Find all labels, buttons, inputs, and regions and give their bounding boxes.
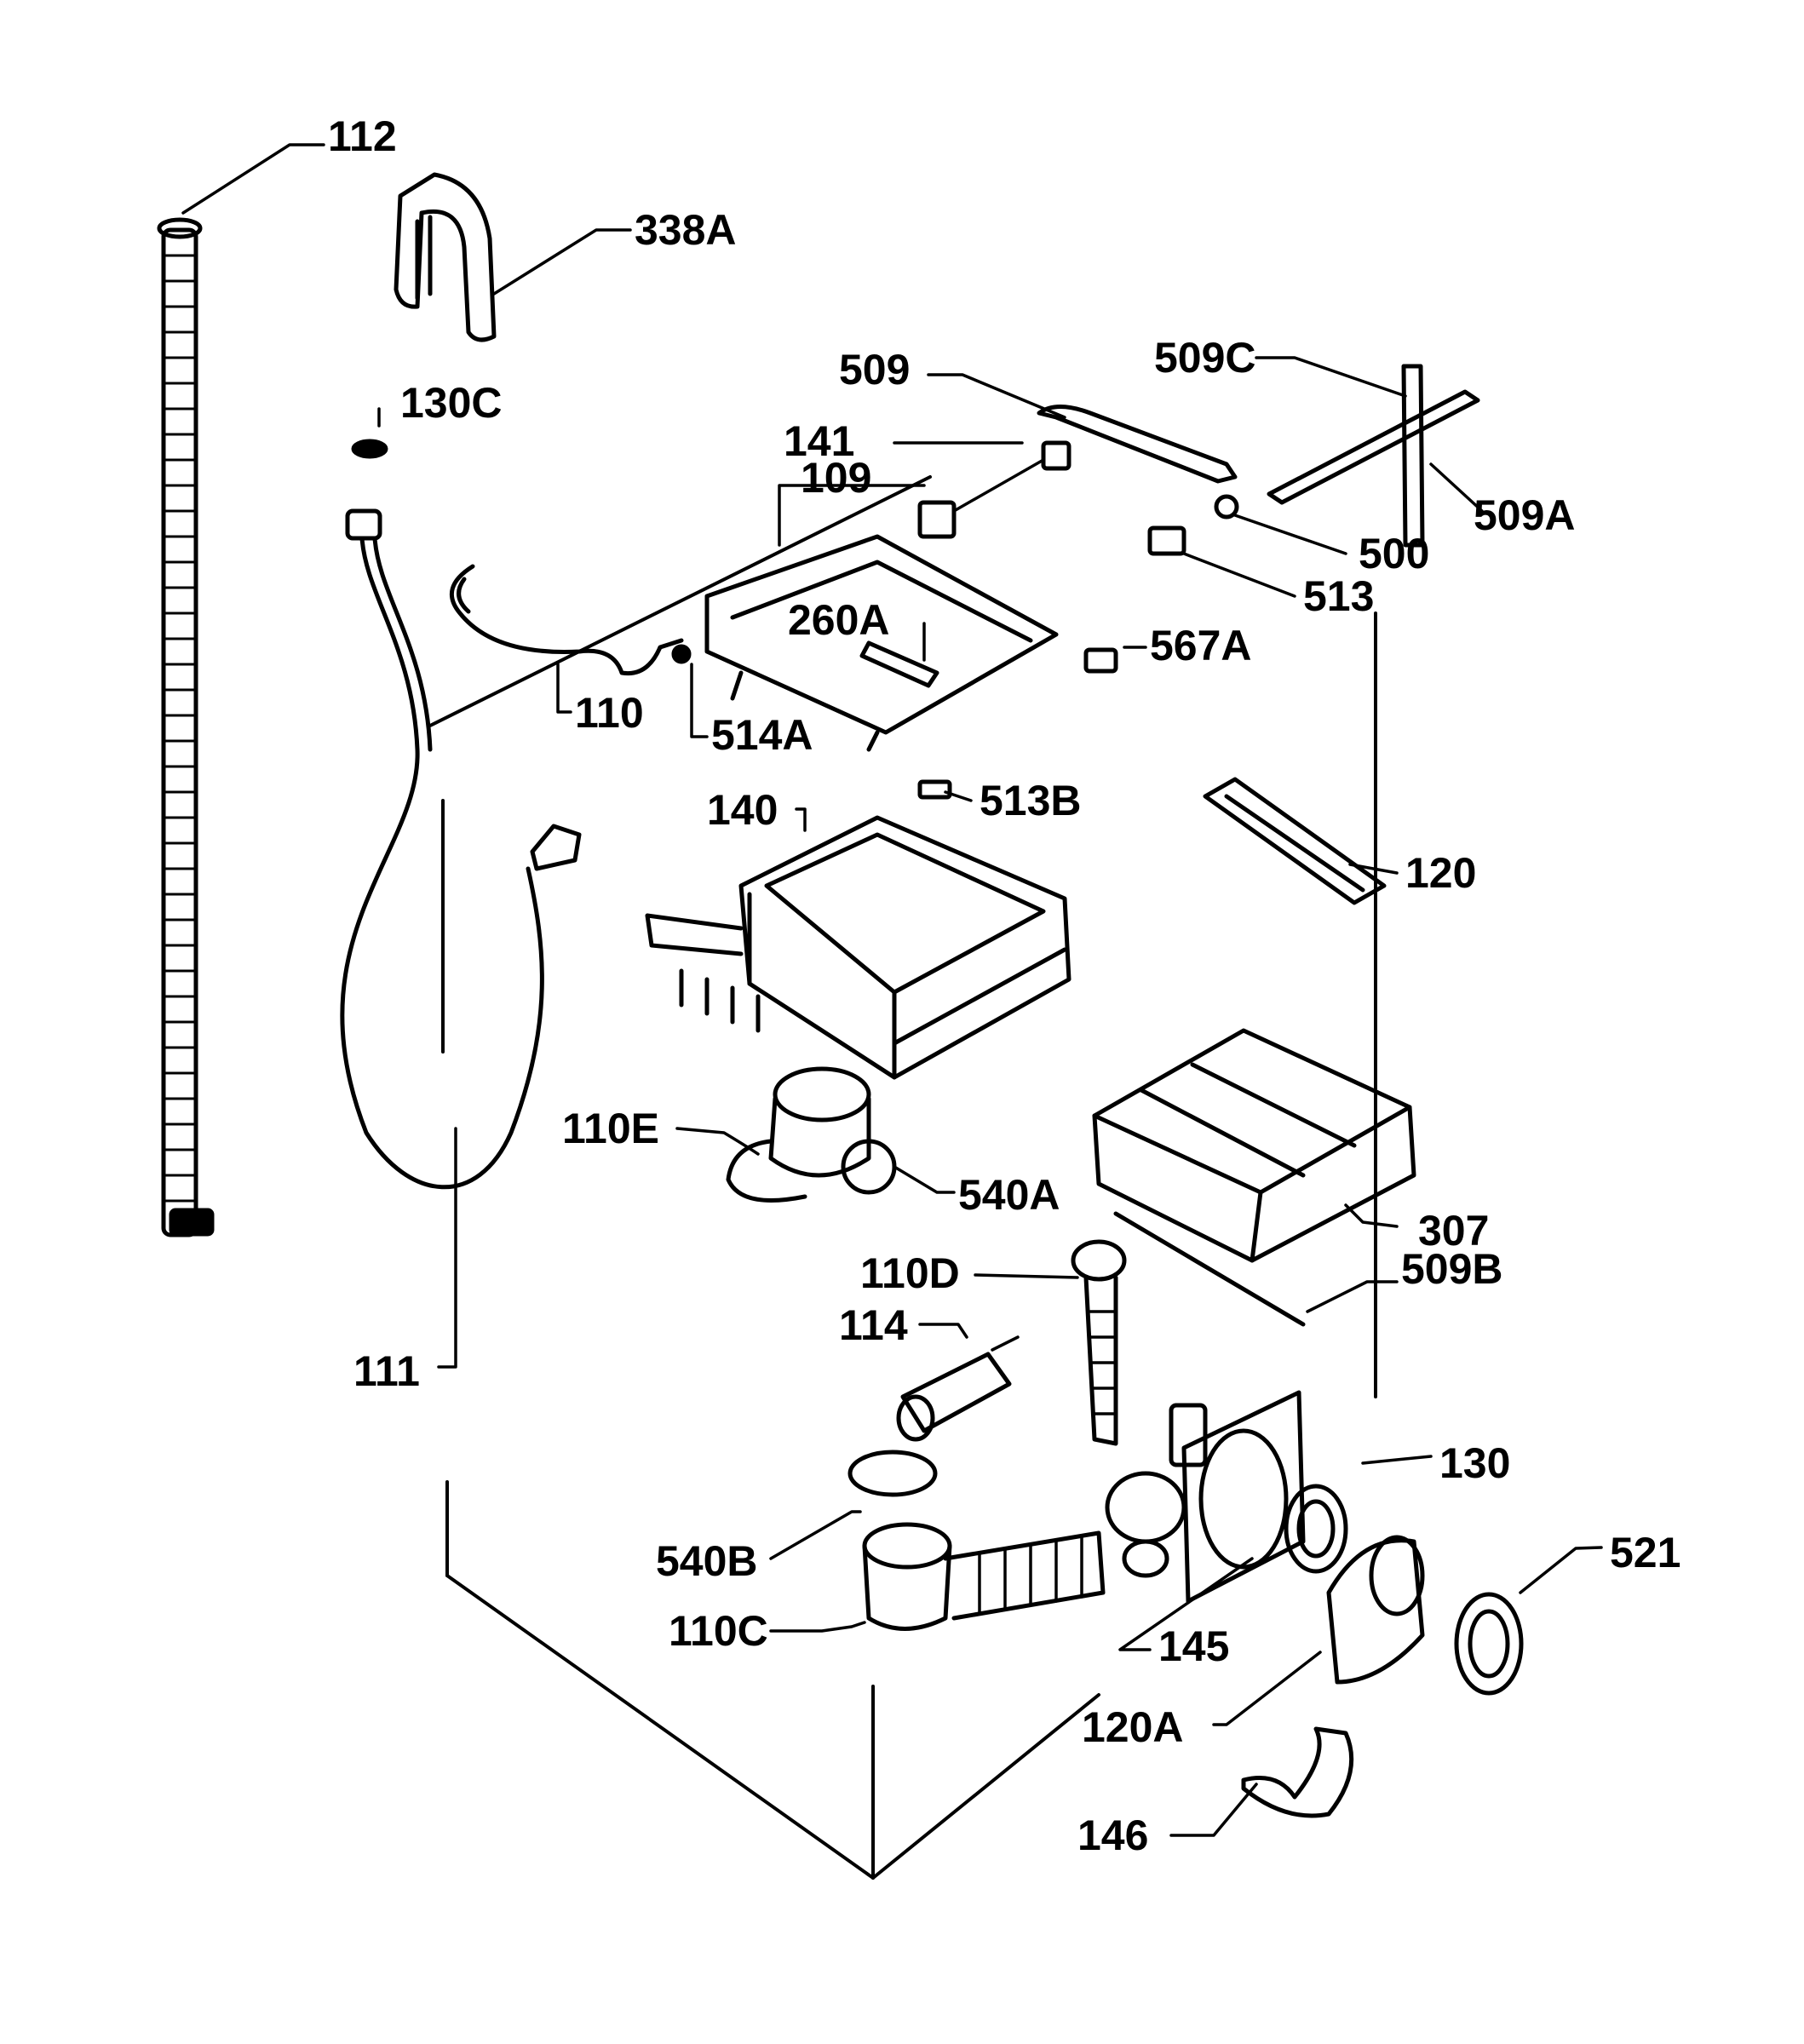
- drain-hose-110C: [862, 1522, 1106, 1631]
- rod-509B: [1113, 1211, 1306, 1327]
- label-120: 120: [1405, 849, 1476, 897]
- label-540B: 540B: [656, 1537, 758, 1585]
- lever-509C-509A: [1267, 364, 1480, 548]
- label-509: 509: [839, 346, 910, 393]
- clip-513B: [917, 779, 952, 800]
- label-112: 112: [328, 112, 397, 160]
- cover-120: [1203, 777, 1387, 905]
- label-567A: 567A: [1150, 622, 1252, 669]
- dispenser-housing-140: [645, 815, 1071, 1080]
- part-500-513: [1147, 494, 1239, 556]
- label-509C: 509C: [1154, 334, 1256, 382]
- tube-260A: [859, 640, 939, 688]
- label-146: 146: [1077, 1811, 1148, 1859]
- valve-bracket-109: [704, 534, 1059, 752]
- cabinet-frame: [428, 475, 1377, 1880]
- label-110D: 110D: [860, 1249, 960, 1297]
- label-110: 110: [575, 689, 644, 737]
- label-114: 114: [839, 1301, 908, 1349]
- label-130C: 130C: [400, 379, 503, 427]
- seal-130: [1284, 1484, 1348, 1574]
- label-111: 111: [353, 1347, 420, 1395]
- label-540A: 540A: [958, 1171, 1060, 1219]
- label-509B: 509B: [1401, 1245, 1503, 1293]
- hose-guide-338A: [394, 172, 497, 342]
- label-260A: 260A: [788, 596, 890, 644]
- label-110C: 110C: [669, 1607, 768, 1655]
- label-145: 145: [1158, 1622, 1229, 1670]
- nut-514A: [671, 644, 692, 664]
- bracket-146: [1241, 1726, 1354, 1818]
- label-513: 513: [1303, 572, 1374, 620]
- connector-141: [917, 440, 1071, 539]
- bellows-110E: [726, 1066, 897, 1203]
- label-338A: 338A: [635, 206, 737, 254]
- cap-130C: [351, 439, 388, 459]
- label-120A: 120A: [1082, 1703, 1184, 1751]
- label-521: 521: [1610, 1529, 1680, 1576]
- cap-521: [1454, 1592, 1524, 1696]
- hose-110: [450, 564, 684, 676]
- part-labels: 112 338A 130C 509 509C 141 109 509A 500 …: [328, 112, 1680, 1859]
- label-513B: 513B: [980, 777, 1082, 824]
- label-130: 130: [1439, 1439, 1510, 1487]
- hose-110D: [1071, 1239, 1127, 1446]
- part-114: [896, 1335, 1020, 1442]
- label-141: 141: [784, 417, 854, 465]
- label-500: 500: [1359, 530, 1429, 577]
- label-109: 109: [801, 454, 871, 502]
- drain-hose-112: [157, 217, 215, 1237]
- label-140: 140: [707, 786, 778, 834]
- label-110E: 110E: [562, 1105, 659, 1152]
- inlet-hose-111: [340, 508, 582, 1190]
- elbow-120A: [1326, 1535, 1425, 1685]
- leader-lines: [181, 143, 1603, 1837]
- clip-567A: [1083, 647, 1118, 674]
- label-514A: 514A: [711, 711, 813, 759]
- pump-housing-145: [1105, 1390, 1306, 1604]
- label-307: 307: [1418, 1207, 1489, 1255]
- drawer-307: [1092, 1028, 1416, 1263]
- label-509A: 509A: [1474, 491, 1576, 539]
- clamp-540B: [847, 1450, 938, 1497]
